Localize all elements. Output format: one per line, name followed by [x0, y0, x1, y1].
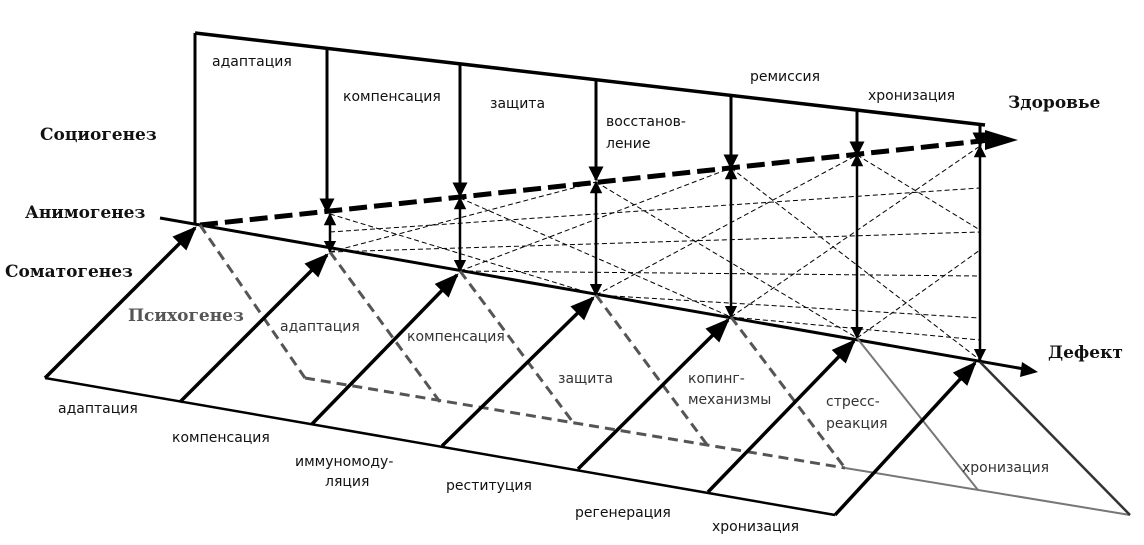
defect-arrowhead [1020, 362, 1038, 377]
soma-immuno-2: ляция [325, 474, 369, 490]
diagonal-arrows [43, 226, 977, 517]
top-chronization: хронизация [868, 88, 955, 104]
top-restoration-1: восстанов- [606, 114, 686, 130]
psycho-compensation: компенсация [407, 329, 505, 345]
psychogenesis-tail [856, 337, 979, 491]
psychogenesis-tail-base [844, 467, 1131, 516]
label-animogenesis: Анимогенез [25, 203, 145, 223]
soma-ground-line [44, 376, 836, 517]
psychogenesis-lines [198, 224, 847, 470]
top-vertical-arrows [319, 47, 988, 214]
soma-restitution: реституция [446, 478, 532, 494]
top-compensation: компенсация [343, 89, 441, 105]
health-arrowhead [985, 130, 1018, 150]
psycho-stress-1: стресс- [826, 394, 880, 410]
soma-immuno-1: иммуномоду- [295, 454, 393, 470]
sociogenesis-axis [194, 31, 986, 127]
psycho-stress-2: реакция [826, 416, 888, 432]
psycho-adaptation: адаптация [280, 319, 360, 335]
psycho-coping-2: механизмы [688, 392, 771, 408]
label-sociogenesis: Социогенез [40, 125, 157, 145]
label-psychogenesis: Психогенез [128, 306, 244, 326]
soma-chronization: хронизация [712, 519, 799, 535]
soma-adaptation: адаптация [58, 401, 138, 417]
label-health: Здоровье [1008, 93, 1101, 113]
top-remission: ремиссия [750, 69, 820, 85]
label-defect: Дефект [1048, 343, 1123, 363]
soma-compensation: компенсация [172, 430, 270, 446]
soma-regeneration: регенерация [575, 505, 671, 521]
top-adaptation: адаптация [212, 54, 292, 70]
top-protection: защита [490, 96, 545, 112]
mid-vertical-arrows [323, 144, 987, 362]
dashed-lattice [199, 145, 981, 361]
top-restoration-2: ление [606, 136, 650, 152]
label-somatogenesis: Соматогенез [5, 262, 133, 282]
psycho-coping-1: копинг- [688, 371, 745, 387]
psycho-protection: защита [558, 371, 613, 387]
right-edge [979, 361, 1131, 516]
psycho-chronization: хронизация [962, 460, 1049, 476]
